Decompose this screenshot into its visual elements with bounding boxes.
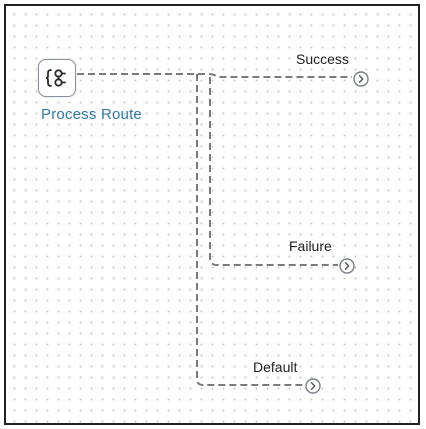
route-label-failure: Failure (289, 238, 332, 254)
default-port[interactable] (305, 378, 321, 394)
process-route-node[interactable] (38, 59, 76, 97)
chevron-right-icon (305, 378, 321, 394)
process-route-icon (45, 69, 66, 87)
chevron-right-icon (353, 71, 369, 87)
node-label: Process Route (41, 106, 142, 123)
route-label-default: Default (253, 359, 298, 375)
chevron-right-icon (339, 258, 355, 274)
failure-port[interactable] (339, 258, 355, 274)
route-label-success: Success (296, 51, 349, 67)
success-port[interactable] (353, 71, 369, 87)
